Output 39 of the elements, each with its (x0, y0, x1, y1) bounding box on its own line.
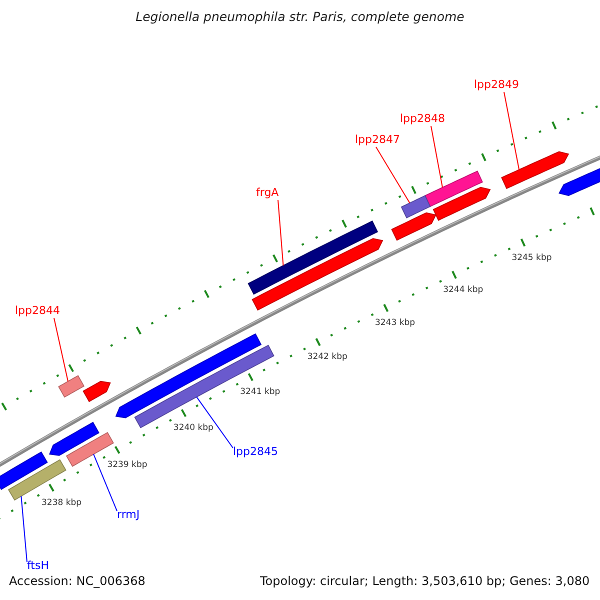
gene-bar (58, 375, 84, 398)
leader-line (504, 92, 520, 170)
scale-label: 3242 kbp (307, 353, 348, 362)
gene-label: frgA (256, 187, 279, 198)
scale-label: 3241 kbp (240, 388, 280, 397)
gene-bar (400, 195, 431, 218)
scale-label: 3244 kbp (443, 286, 484, 295)
gene-label: lpp2844 (15, 305, 60, 316)
gene-label: lpp2849 (474, 79, 520, 90)
leader-line (430, 126, 443, 188)
gene-label: lpp2847 (355, 134, 400, 145)
scale-label: 3245 kbp (512, 254, 552, 263)
leader-line (376, 146, 410, 204)
scale-label: 3239 kbp (107, 460, 148, 470)
gene-label: ftsH (27, 560, 49, 571)
gene-bar (248, 220, 378, 295)
gene-label: lpp2848 (400, 113, 446, 124)
gene-label: rrmJ (117, 509, 140, 520)
gene-bar (0, 451, 48, 490)
scale-label: 3243 kbp (374, 319, 416, 328)
gene-feature (49, 422, 100, 456)
title: Legionella pneumophila str. Paris, complete genome (134, 11, 466, 24)
gene-feature (252, 238, 384, 311)
leader-line (54, 318, 68, 382)
scale-label: 3238 kbp (42, 498, 82, 508)
gene-bar (424, 170, 483, 208)
leader-line (93, 454, 118, 512)
gene-label: lpp2845 (233, 446, 278, 457)
accession-text: Accession: NC_006368 (9, 575, 146, 587)
genome-info-text: Topology: circular; Length: 3,503,610 bp; Genes: 3,080 (260, 575, 590, 587)
scale-label: 3240 kbp (173, 424, 214, 433)
gene-feature (501, 151, 570, 190)
leader-line (196, 396, 234, 448)
gene-feature (82, 380, 111, 402)
gene-feature (115, 333, 262, 418)
gene-feature (391, 212, 436, 241)
gene-feature (432, 186, 491, 221)
leader-line (20, 496, 28, 562)
leader-line (278, 200, 284, 266)
